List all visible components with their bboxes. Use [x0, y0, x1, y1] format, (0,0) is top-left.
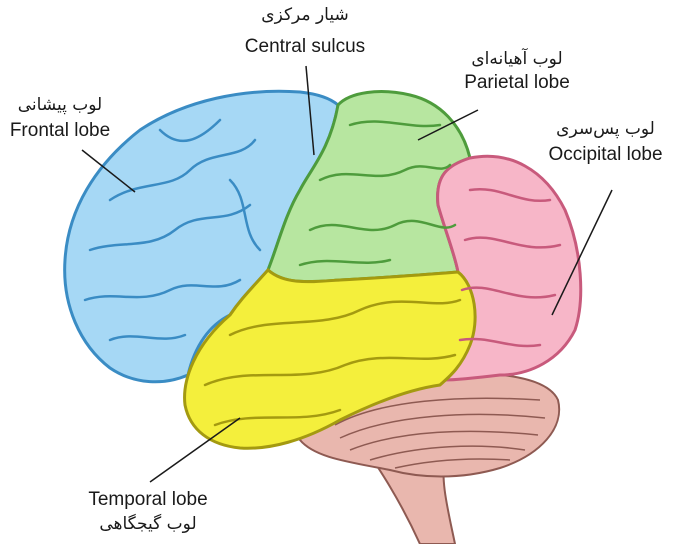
temporal-gyri: [203, 298, 462, 427]
temporal-label-fa: لوب گیجگاهی: [99, 513, 197, 534]
temporal-pointer: [149, 417, 241, 483]
central-sulcus-label-fa: شیار مرکزی: [261, 5, 349, 25]
frontal-label-fa: لوب پیشانی: [17, 95, 103, 115]
central-sulcus-label-en: Central sulcus: [244, 35, 366, 57]
central-sulcus-label: شیار مرکزی Central sulcus: [240, 6, 370, 58]
parietal-label: لوب آهیانه‌ای Parietal lobe: [452, 50, 582, 94]
pointer-lines: [81, 65, 613, 483]
central-sulcus-pointer: [305, 65, 315, 156]
temporal-label: Temporal lobe لوب گیجگاهی: [78, 489, 218, 534]
occipital-label: لوب پس‌سری Occipital lobe: [538, 120, 673, 166]
parietal-label-fa: لوب آهیانه‌ای: [471, 49, 563, 69]
frontal-label-en: Frontal lobe: [9, 119, 111, 141]
frontal-label: لوب پیشانی Frontal lobe: [0, 96, 120, 142]
occipital-label-fa: لوب پس‌سری: [556, 119, 655, 139]
parietal-pointer: [417, 109, 479, 141]
temporal-label-en: Temporal lobe: [88, 489, 208, 510]
occipital-label-en: Occipital lobe: [548, 143, 663, 165]
parietal-label-en: Parietal lobe: [464, 71, 570, 93]
cerebellum-folds: [334, 397, 546, 469]
occipital-gyri: [458, 187, 562, 348]
occipital-pointer: [551, 189, 613, 316]
frontal-gyri: [83, 118, 262, 342]
parietal-gyri: [298, 120, 457, 267]
temporal-lobe: [183, 267, 477, 450]
frontal-pointer: [81, 149, 136, 193]
